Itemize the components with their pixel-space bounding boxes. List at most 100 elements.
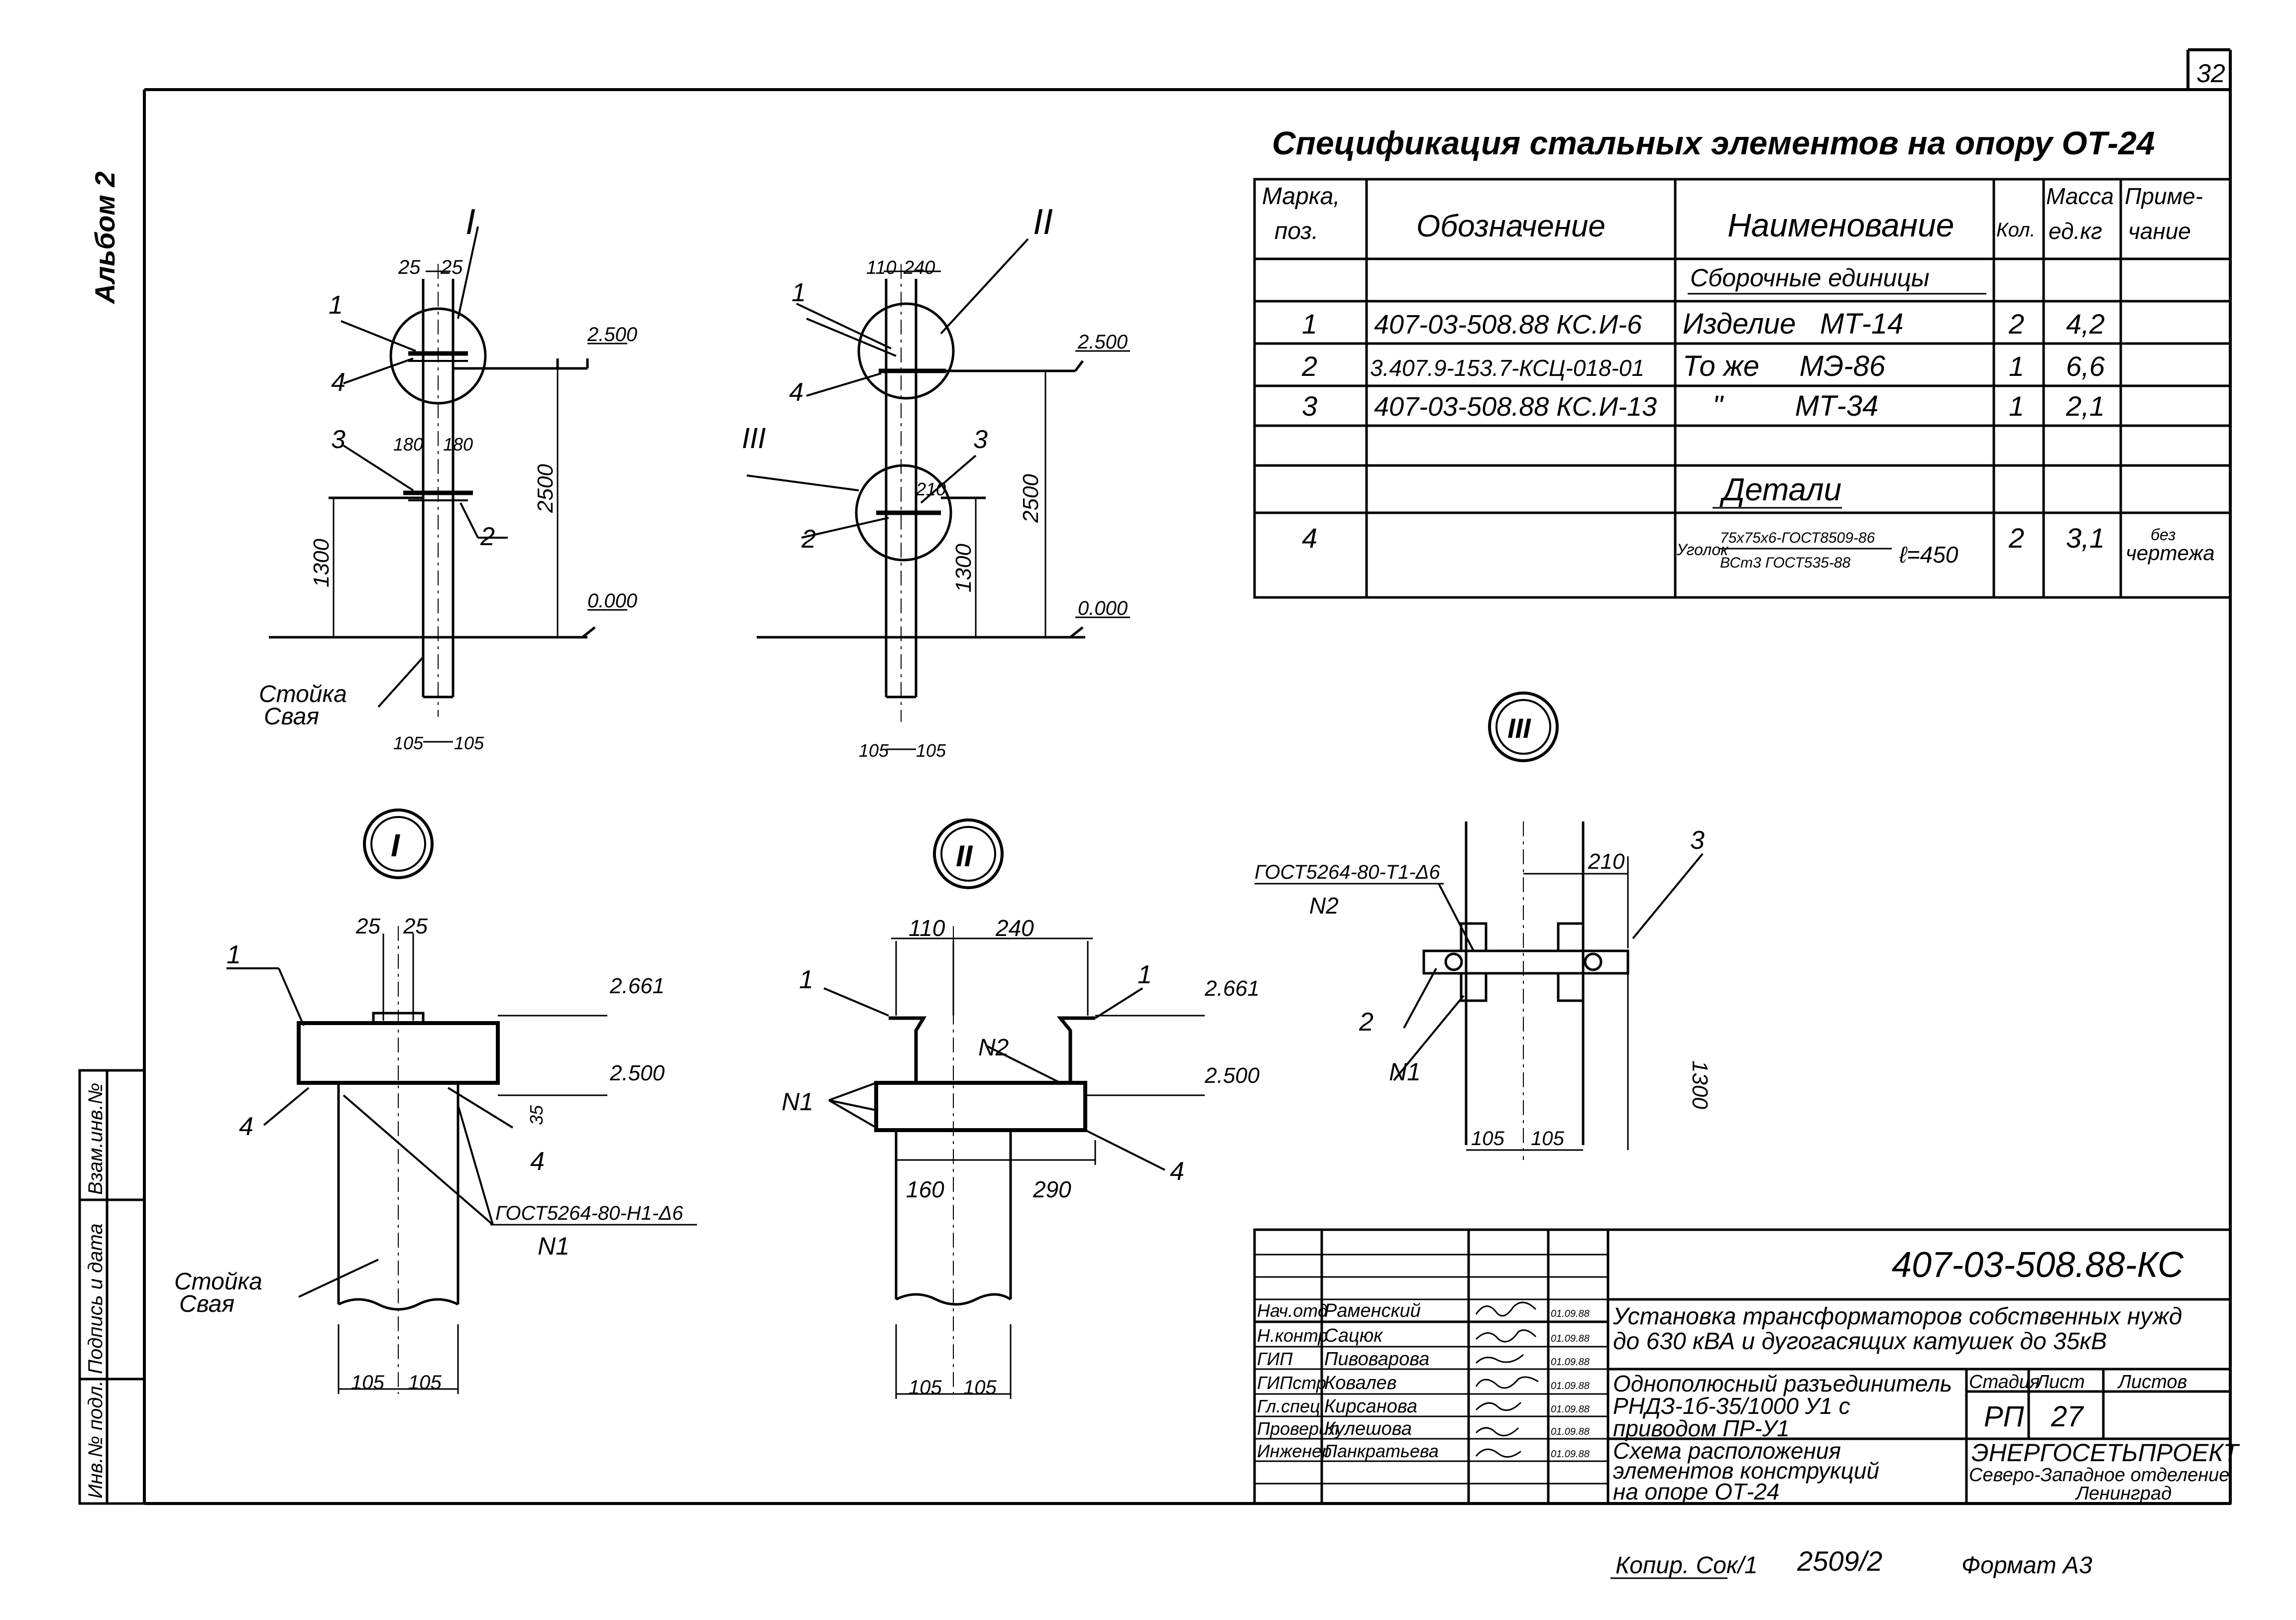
spec-row-designation: 407-03-508.88 КС.И-13	[1374, 392, 1657, 422]
side-stamp	[78, 1069, 146, 1505]
detail1-elev-2500: 2.500	[609, 1061, 665, 1085]
detail2-pos1a: 1	[799, 965, 813, 994]
detail1-elev-2661: 2.661	[609, 974, 665, 998]
title-sheet-title2: РНДЗ-1б-35/1000 У1 с	[1613, 1393, 1850, 1419]
detail1-dim-105b: 105	[408, 1372, 442, 1393]
spec-row-3: 3 407-03-508.88 КС.И-13 " МТ-34 1 2,1	[1302, 390, 2105, 422]
elev2-dim-110: 110	[866, 257, 897, 278]
spec-row-qty: 1	[2009, 390, 2024, 422]
elev1-pile: Свая	[264, 703, 319, 730]
staff-role: Н.контр	[1257, 1325, 1328, 1346]
title-org2: Северо-Западное отделение	[1969, 1465, 2229, 1486]
elev1-dim-25a: 25	[398, 256, 421, 278]
spec-row-name: То же МЭ-86	[1683, 350, 1886, 382]
staff-date: 01.09.88	[1551, 1449, 1590, 1460]
detail3-dim-105a: 105	[1471, 1128, 1504, 1150]
staff-name: Кирсанова	[1324, 1396, 1417, 1417]
spec-section-details: Детали	[1720, 471, 1841, 507]
elev1-pos1: 1	[329, 291, 343, 320]
detail1-roman: I	[391, 827, 400, 863]
detail1-pile: Свая	[179, 1291, 234, 1317]
spec-row-qty: 2	[2008, 522, 2024, 554]
detail3-n1: N1	[1389, 1058, 1421, 1086]
elev2-dim-105a: 105	[859, 740, 889, 761]
elev1-dim-180b: 180	[443, 434, 473, 455]
elev2-pos3: 3	[973, 425, 988, 454]
detail1-dim-105a: 105	[351, 1372, 384, 1393]
title-project: Установка трансформаторов собственных ну…	[1612, 1303, 2182, 1330]
spec-row-name: Изделие МТ-14	[1683, 308, 1903, 340]
elev1-dim-105b: 105	[454, 733, 484, 753]
elev1-dim-2500: 2500	[533, 464, 558, 513]
detail2-n2: N2	[978, 1035, 1009, 1061]
spec-header-qty: Кол.	[1996, 219, 2036, 241]
detail2-roman: II	[956, 839, 973, 873]
staff-name: Раменский	[1324, 1300, 1421, 1321]
staff-name: Сацюк	[1324, 1325, 1383, 1346]
staff-date: 01.09.88	[1551, 1426, 1590, 1437]
spec-row-1: 1 407-03-508.88 КС.И-6 Изделие МТ-14 2 4…	[1302, 308, 2105, 340]
detail-i	[227, 809, 697, 1394]
side-stamp-sign: Подпись и дата	[85, 1223, 107, 1374]
detail3-dim-1300: 1300	[1688, 1060, 1712, 1109]
staff-role: Нач.отд	[1257, 1300, 1328, 1321]
detail2-n1: N1	[782, 1088, 813, 1116]
detail-ii	[823, 818, 1205, 1399]
staff-name: Ковалев	[1324, 1373, 1397, 1393]
detail2-pos4: 4	[1170, 1157, 1184, 1186]
title-sheet-title: Однополюсный разъединитель	[1613, 1371, 1952, 1396]
elev1-dim-25b: 25	[440, 256, 463, 278]
footer-number: 2509/2	[1797, 1545, 1882, 1577]
detail1-dim-25b: 25	[403, 914, 428, 938]
detail1-weld: ГОСТ5264-80-Н1-Δ6	[495, 1202, 684, 1224]
elev1-elev-0000: 0.000	[587, 590, 637, 612]
detail3-weld: ГОСТ5264-80-Т1-Δ6	[1255, 861, 1440, 883]
side-stamp-inv: Инв.№ подл.	[85, 1381, 107, 1499]
staff-name: Пивоварова	[1324, 1349, 1429, 1370]
elev2-pos2: 2	[801, 525, 816, 554]
detail2-dim-160: 160	[906, 1176, 944, 1202]
title-project2: до 630 кВА и дугогасящих катушек до 35кВ	[1613, 1328, 2107, 1355]
spec-table-grid	[1253, 178, 2232, 599]
title-drawing-title3: на опоре ОТ-24	[1613, 1479, 1779, 1504]
staff-role: Проверил	[1257, 1418, 1339, 1439]
elev2-pos4: 4	[789, 378, 804, 407]
staff-role: ГИП	[1257, 1349, 1293, 1369]
spec-detail-prefix: Уголок	[1676, 541, 1729, 559]
spec-detail-top: 75х75х6-ГОСТ8509-86	[1720, 530, 1875, 546]
title-staff: Нач.отд Раменский 01.09.88 Н.контр Сацюк…	[1257, 1300, 1590, 1461]
elev2-dim-240: 240	[903, 257, 935, 278]
spec-row-mass: 2,1	[2066, 390, 2105, 422]
spec-row-designation: 407-03-508.88 КС.И-6	[1374, 310, 1642, 340]
spec-header-mass2: ед.кг	[2049, 218, 2102, 244]
elev1-dim-105a: 105	[393, 733, 424, 753]
spec-detail-length: ℓ=450	[1899, 542, 1958, 568]
spec-section-assemblies: Сборочные единицы	[1690, 264, 1930, 292]
detail2-dim-290: 290	[1033, 1176, 1071, 1202]
signatures	[1475, 1301, 1539, 1458]
title-sheet-header: Лист	[2035, 1372, 2085, 1392]
elev2-roman3: III	[742, 422, 766, 455]
title-stage-header: Стадия	[1969, 1372, 2040, 1392]
elev1-roman: I	[465, 202, 475, 242]
detail2-elev-2661: 2.661	[1204, 976, 1260, 1001]
staff-date: 01.09.88	[1551, 1404, 1590, 1415]
detail2-pos1b: 1	[1138, 960, 1152, 989]
elev2-pos1: 1	[792, 278, 806, 307]
detail1-pos1: 1	[227, 940, 241, 969]
detail3-pos2: 2	[1359, 1008, 1374, 1037]
detail2-dim-105a: 105	[909, 1377, 942, 1398]
staff-date: 01.09.88	[1551, 1381, 1590, 1391]
detail-iii	[1255, 692, 1704, 1160]
spec-header-mark2: поз.	[1274, 218, 1318, 244]
footer-format: Формат А3	[1961, 1552, 2092, 1579]
title-sheet-title3: приводом ПР-У1	[1613, 1415, 1790, 1441]
title-drawing-title: Схема расположения	[1613, 1438, 1841, 1464]
staff-name: Панкратьева	[1324, 1441, 1439, 1461]
elev2-roman: II	[1033, 202, 1053, 242]
detail2-dim-110: 110	[909, 915, 945, 941]
elev1-dim-1300: 1300	[309, 539, 334, 587]
title-drawing-title2: элементов конструкций	[1613, 1458, 1879, 1484]
spec-header-note2: чание	[2128, 218, 2191, 244]
